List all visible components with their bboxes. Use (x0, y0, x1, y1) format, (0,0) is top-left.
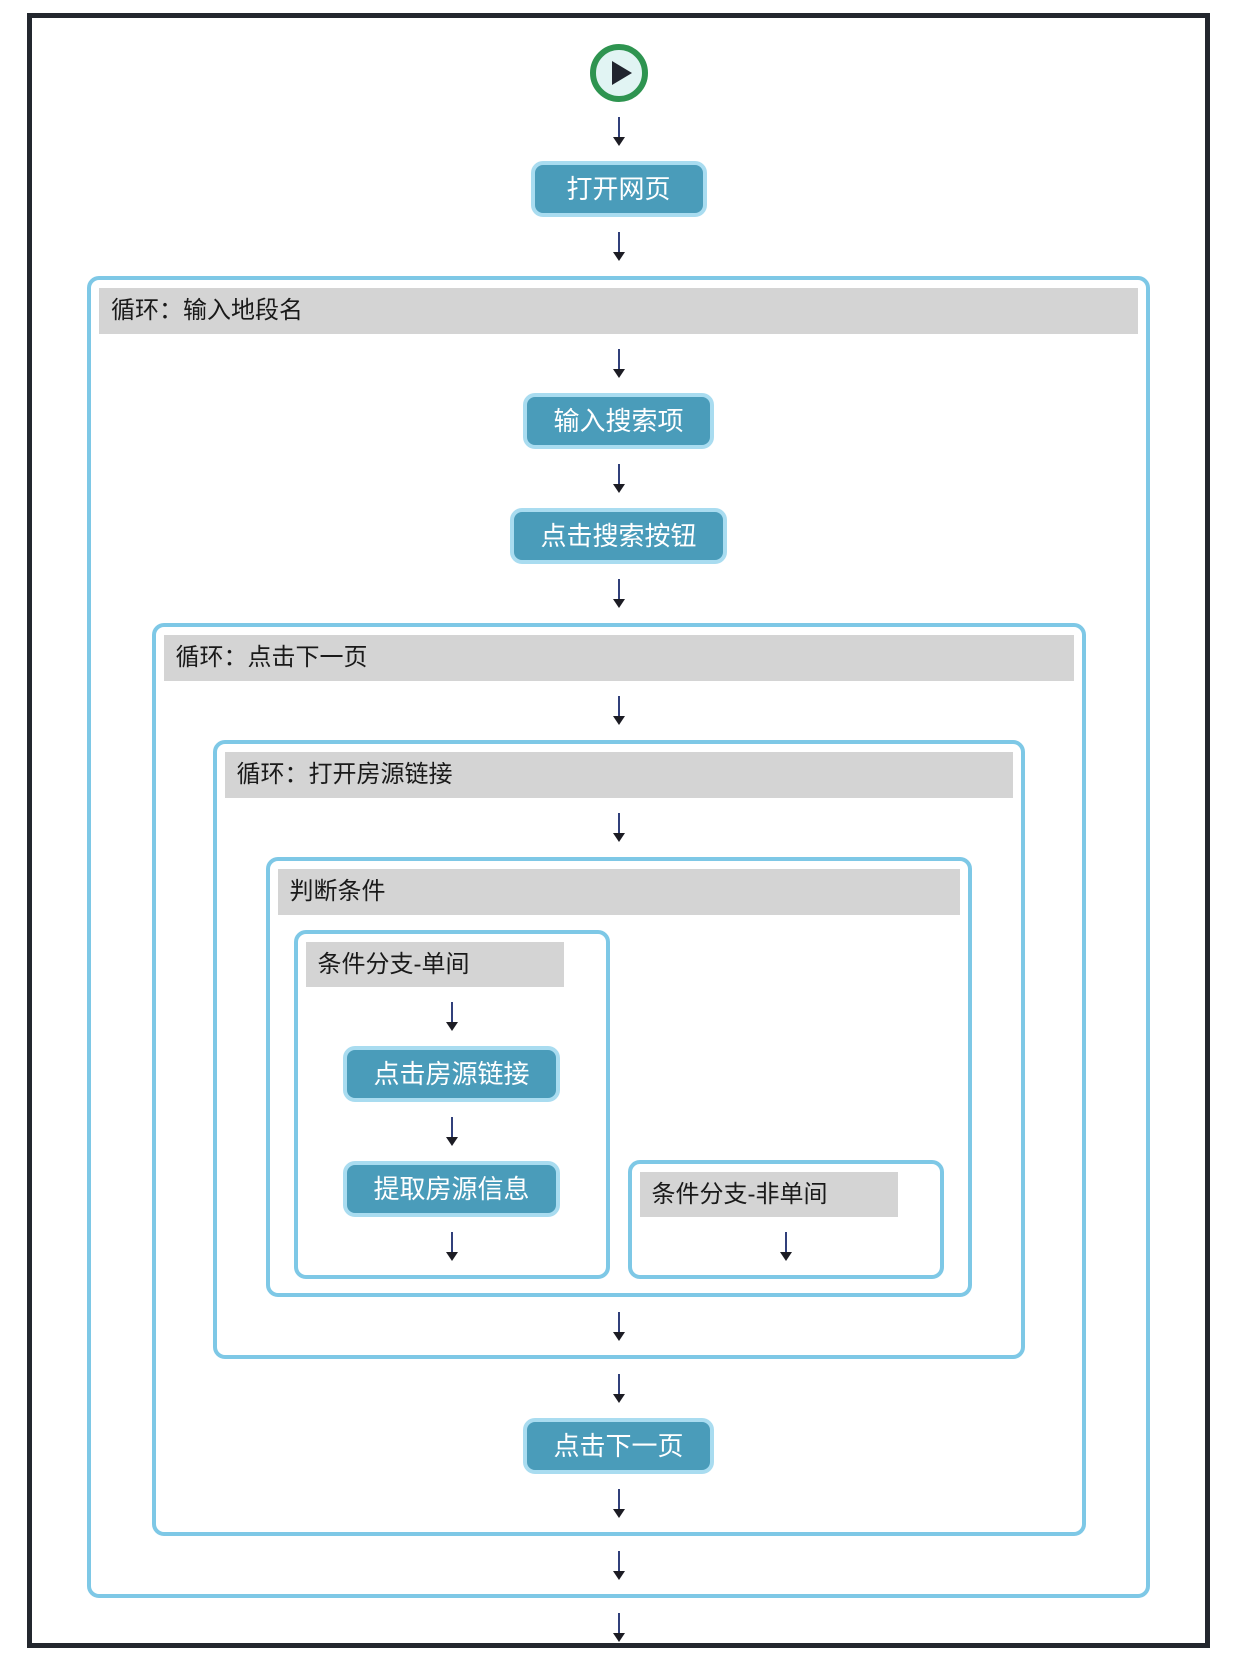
flow-arrow (445, 1002, 458, 1031)
flow-arrow (612, 1551, 625, 1580)
loop-open-listing-link-header[interactable]: 循环：打开房源链接 (224, 752, 1013, 798)
flow-arrow (445, 1117, 458, 1146)
flow-arrow (612, 349, 625, 378)
flow-arrow (612, 813, 625, 842)
step-click-listing-link[interactable]: 点击房源链接 (343, 1046, 560, 1102)
flow-arrow (779, 1232, 792, 1261)
flow-arrow (445, 1232, 458, 1261)
flow-arrow (612, 464, 625, 493)
condition-branches: 条件分支-单间 点击房源链接 提取房源信息 条件分支-非单间 (293, 930, 944, 1279)
flow-arrow (612, 696, 625, 725)
step-open-webpage[interactable]: 打开网页 (530, 161, 707, 217)
flow-arrow (612, 1613, 625, 1642)
flow-arrow (612, 1312, 625, 1341)
step-extract-listing-info[interactable]: 提取房源信息 (343, 1161, 560, 1217)
start-node[interactable] (589, 44, 648, 102)
loop-input-location[interactable]: 循环：输入地段名 输入搜索项 点击搜索按钮 循环：点击下一页 循环：打开房源链接… (87, 276, 1150, 1598)
flow-arrow (612, 232, 625, 261)
loop-open-listing-link[interactable]: 循环：打开房源链接 判断条件 条件分支-单间 点击房源链接 提取房源信息 (212, 740, 1025, 1359)
loop-input-location-header[interactable]: 循环：输入地段名 (99, 288, 1138, 334)
loop-click-next-page-header[interactable]: 循环：点击下一页 (163, 635, 1074, 681)
branch-not-single-room-header[interactable]: 条件分支-非单间 (639, 1172, 898, 1217)
workflow-canvas: 打开网页 循环：输入地段名 输入搜索项 点击搜索按钮 循环：点击下一页 循环：打… (27, 13, 1210, 1648)
flow-arrow (612, 579, 625, 608)
step-input-search-term[interactable]: 输入搜索项 (523, 393, 714, 449)
flow-arrow (612, 117, 625, 146)
play-icon (611, 61, 632, 85)
loop-click-next-page[interactable]: 循环：点击下一页 循环：打开房源链接 判断条件 条件分支-单间 点击房源链接 (151, 623, 1086, 1536)
step-click-search-button[interactable]: 点击搜索按钮 (510, 508, 727, 564)
condition-block-header[interactable]: 判断条件 (277, 869, 960, 915)
condition-block[interactable]: 判断条件 条件分支-单间 点击房源链接 提取房源信息 (265, 857, 972, 1297)
flow-arrow (612, 1489, 625, 1518)
step-click-next-page[interactable]: 点击下一页 (523, 1418, 714, 1474)
branch-single-room[interactable]: 条件分支-单间 点击房源链接 提取房源信息 (293, 930, 610, 1279)
branch-not-single-room[interactable]: 条件分支-非单间 (627, 1160, 944, 1279)
flow-arrow (612, 1374, 625, 1403)
branch-single-room-header[interactable]: 条件分支-单间 (305, 942, 564, 987)
